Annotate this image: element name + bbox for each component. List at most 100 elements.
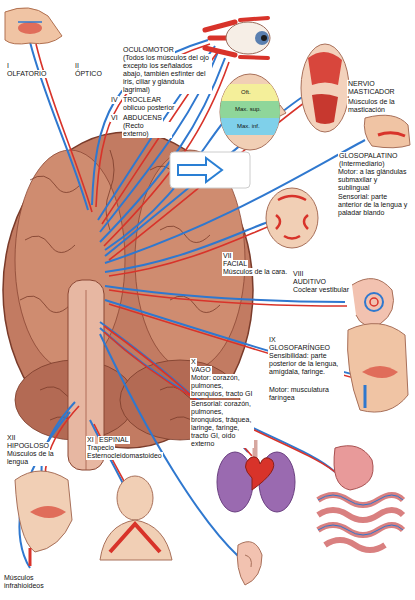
illustration-part xyxy=(117,476,153,520)
illustration-part xyxy=(364,385,367,408)
nerve-label: OLFATORIO xyxy=(6,70,47,78)
illustration-part xyxy=(255,31,269,45)
illustration-part xyxy=(110,524,160,552)
nerve-label: (Intermediario) xyxy=(338,160,386,168)
nerve-label: Oft. xyxy=(240,89,252,96)
ear-sketch xyxy=(352,279,394,326)
nerve-label: Músculos infrahioideos xyxy=(3,574,55,590)
illustration-part xyxy=(30,506,66,518)
nerve-label: XI xyxy=(86,436,95,444)
nerve-label: VII xyxy=(222,252,233,260)
illustration-part xyxy=(5,8,62,44)
illustration-part xyxy=(18,22,42,34)
nerve-label: NERVIO MASTICADOR xyxy=(347,80,411,96)
illustration-part xyxy=(240,18,268,58)
nerve-label: Músculos de la masticación xyxy=(347,98,411,114)
illustration-part xyxy=(170,152,250,188)
arrow-box xyxy=(170,152,250,188)
nerve-label: Sensibilidad: parte posterior de la leng… xyxy=(268,352,344,376)
nerve-label: II xyxy=(74,62,80,70)
illustration-part xyxy=(15,471,72,552)
nerve-label: HIPOGLOSO xyxy=(6,442,50,450)
nerve-label: IX xyxy=(268,336,277,344)
illustration-part xyxy=(30,42,88,210)
nerve-label: Sensorial: parte anterior de la lengua y… xyxy=(337,193,411,217)
illustration-part xyxy=(362,366,398,378)
illustration-part xyxy=(218,101,282,118)
nerve-label: ÓPTICO xyxy=(74,70,103,78)
nose-sketch xyxy=(5,8,62,44)
digestive-sketch xyxy=(318,446,403,550)
illustration-part xyxy=(276,196,308,239)
illustration-part xyxy=(98,46,215,220)
illustration-part xyxy=(352,279,394,326)
illustration-part xyxy=(218,84,282,135)
nerve-label: VI xyxy=(110,114,119,122)
illustration-part xyxy=(308,52,342,85)
illustration-part xyxy=(348,324,409,412)
nerve-label: IV xyxy=(110,96,119,104)
tongue-head-sketch xyxy=(15,471,72,566)
nerve-label: I xyxy=(6,62,10,70)
illustration-part xyxy=(245,457,273,490)
trigeminal-face-sketch xyxy=(218,74,286,150)
mouth-sketch xyxy=(364,115,410,148)
nerve-label: VIII xyxy=(292,270,305,278)
nerve-label: Músculos de la cara. xyxy=(222,268,288,276)
illustration-part xyxy=(318,495,403,535)
illustration-part xyxy=(280,105,286,116)
illustration-part xyxy=(109,304,362,380)
nerve-label: TROCLEAR xyxy=(122,96,162,104)
illustration-part xyxy=(100,520,172,560)
nerve-label: GLOSOFARÍNGEO xyxy=(268,344,331,352)
nerve-label: Motor: corazón, pulmones, bronquios, tra… xyxy=(190,374,258,398)
nerve-label: Esternocleidomastoideo xyxy=(86,452,163,460)
nerve-label: oblicuo posterior xyxy=(122,104,175,112)
illustration-part xyxy=(334,446,373,490)
nerve-label: Motor: musculatura faríngea xyxy=(268,386,344,402)
illustration-part xyxy=(105,140,365,263)
nerve-label: OCULOMOTOR xyxy=(122,46,175,54)
nerve-label: VAGO xyxy=(190,366,212,374)
illustration-part xyxy=(266,188,318,248)
outer-ear-sketch xyxy=(237,542,262,585)
nerve-label: ABDUCENS xyxy=(122,114,163,122)
illustration-part xyxy=(365,293,383,311)
nerve-label: Músculos de la lengua xyxy=(6,450,58,466)
illustration-part xyxy=(18,21,42,23)
illustration-part xyxy=(237,542,262,585)
illustration-part xyxy=(226,22,270,54)
illustration-part xyxy=(245,555,251,567)
eye-sketch xyxy=(205,18,270,58)
nerve-label: GLOSOPALATINO xyxy=(338,152,398,160)
illustration-part xyxy=(312,94,338,124)
illustration-part xyxy=(218,84,282,101)
nerve-label: AUDITIVO xyxy=(292,278,327,286)
nerve-label: FACIAL xyxy=(222,260,248,268)
nerve-lines-blue xyxy=(19,40,365,568)
nerve-label: (Recto externo) xyxy=(122,122,172,138)
nerve-lines-red xyxy=(36,44,362,504)
illustration-part xyxy=(364,115,410,148)
nerve-label: Trapecio xyxy=(86,444,115,452)
illustration-part xyxy=(301,44,349,132)
illustration-part xyxy=(370,298,378,306)
nerve-label: Max. inf. xyxy=(236,123,261,130)
illustration-part xyxy=(178,158,222,182)
neck-figure-sketch xyxy=(100,476,172,560)
illustration-part xyxy=(318,495,403,550)
masticator-head-sketch xyxy=(301,44,349,132)
nerve-label: (Todos los músculos del ojo excepto los … xyxy=(122,54,212,94)
nerve-label: XII xyxy=(6,434,17,442)
throat-sketch xyxy=(348,324,409,412)
illustration-part xyxy=(261,35,267,41)
nerve-label: Coclear vestibular xyxy=(292,286,350,294)
nerve-label: Sensorial: corazón, pulmones, bronquios,… xyxy=(190,400,254,448)
illustration-part xyxy=(105,222,268,272)
nerve-label: Motor: a las glándulas submaxilar y subl… xyxy=(337,168,411,192)
lungs-heart-sketch xyxy=(217,440,295,512)
facial-head-sketch xyxy=(266,188,318,248)
illustration-part xyxy=(29,548,32,566)
